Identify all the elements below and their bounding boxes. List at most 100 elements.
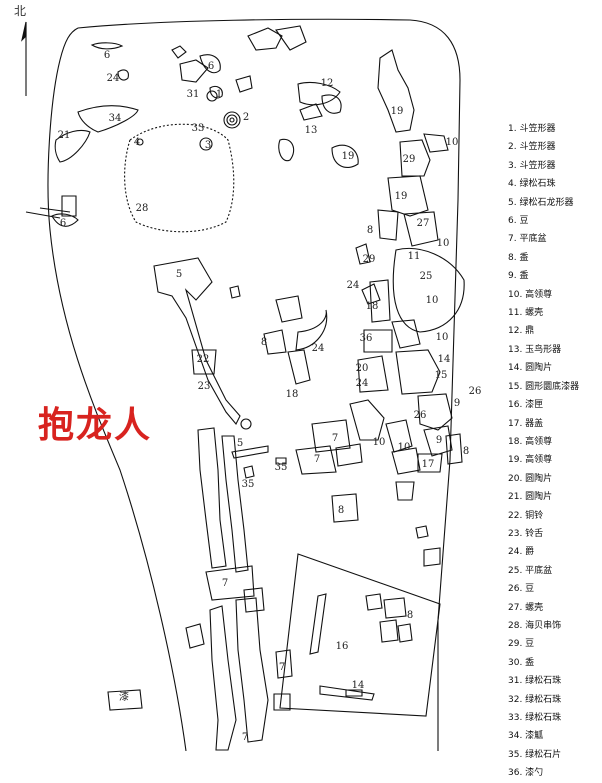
object-label: 1 — [216, 89, 222, 100]
tomb-outline — [47, 18, 461, 751]
object-label: 15 — [435, 370, 448, 381]
object-label: 11 — [408, 251, 421, 262]
legend-item: 24. 爵 — [508, 547, 535, 558]
object-label: 10 — [426, 295, 439, 306]
legend-item: 34. 漆觚 — [508, 731, 544, 742]
legend-item: 25. 平底盆 — [508, 565, 553, 576]
object-label: 8 — [261, 337, 267, 348]
object-label: 12 — [321, 78, 334, 89]
object-label: 35 — [242, 479, 255, 490]
legend-item: 32. 绿松石珠 — [508, 694, 562, 705]
legend-item: 17. 器盖 — [508, 418, 544, 429]
object-label: 7 — [314, 454, 320, 465]
object-label: 漆 — [119, 690, 129, 703]
lacquer-box-outline — [279, 553, 441, 717]
north-label: 北 — [14, 4, 27, 18]
object-label: 6 — [60, 218, 66, 229]
object-label: 10 — [446, 137, 459, 148]
legend-item: 28. 海贝串饰 — [508, 620, 562, 631]
legend-item: 15. 圆形圜底漆器 — [508, 381, 580, 392]
object-label: 8 — [463, 446, 469, 457]
object-label: 19 — [391, 106, 404, 117]
legend-item: 33. 绿松石珠 — [508, 713, 562, 723]
object-label: 23 — [198, 381, 211, 392]
object-label: 16 — [336, 641, 349, 652]
object-label: 9 — [436, 435, 442, 446]
object-label: 6 — [208, 61, 214, 72]
legend-item: 16. 漆匣 — [508, 400, 544, 411]
object-label: 3 — [205, 140, 211, 151]
north-arrow-icon — [21, 21, 27, 96]
object-label: 10 — [398, 442, 411, 453]
object-label: 18 — [286, 389, 299, 400]
object-label: 10 — [373, 437, 386, 448]
object-label: 7 — [332, 433, 338, 444]
skeleton-remains — [185, 427, 269, 751]
legend-item: 9. 盉 — [508, 271, 529, 282]
object-label: 28 — [136, 203, 149, 214]
object-label: 27 — [417, 218, 430, 229]
legend-item: 11. 螺壳 — [508, 308, 544, 319]
legend-item: 27. 螺壳 — [508, 602, 544, 613]
object-label: 14 — [352, 680, 365, 691]
object-label: 20 — [356, 363, 369, 374]
bead-cluster — [124, 123, 235, 233]
object-label: 36 — [360, 333, 373, 344]
object-label: 4 — [134, 137, 140, 148]
legend-item: 23. 铃舌 — [508, 528, 544, 539]
object-label: 8 — [367, 225, 373, 236]
legend-item: 13. 玉鸟形器 — [508, 344, 562, 355]
legend-item: 36. 漆勺 — [508, 768, 544, 779]
legend-item: 4. 绿松石珠 — [508, 179, 556, 190]
object-label: 17 — [422, 459, 435, 470]
legend-item: 10. 高领尊 — [508, 289, 553, 300]
object-label: 6 — [104, 50, 110, 61]
legend-item: 14. 圆陶片 — [508, 363, 553, 374]
object-label: 5 — [176, 269, 182, 280]
object-label: 9 — [454, 398, 460, 409]
object-label: 34 — [109, 113, 122, 124]
legend-item: 19. 高领尊 — [508, 455, 553, 466]
legend-item: 8. 盉 — [508, 252, 529, 263]
object-label: 13 — [305, 125, 318, 136]
object-label: 25 — [420, 271, 433, 282]
legend-item: 31. 绿松石珠 — [508, 676, 562, 687]
object-label: 7 — [279, 662, 285, 673]
legend-item: 21. 圆陶片 — [508, 492, 553, 503]
object-label: 19 — [395, 191, 408, 202]
object-label: 24 — [312, 343, 325, 354]
object-label: 29 — [403, 154, 416, 165]
legend-item: 6. 豆 — [508, 216, 529, 227]
legend-item: 5. 绿松石龙形器 — [508, 197, 574, 208]
object-label: 26 — [469, 386, 482, 397]
object-label: 7 — [222, 578, 228, 589]
object-label: 10 — [436, 332, 449, 343]
overlay-title: 抱龙人 — [38, 405, 153, 446]
obj-6a — [90, 42, 124, 50]
legend-item: 29. 豆 — [508, 639, 535, 650]
legend-item: 18. 高领尊 — [508, 436, 553, 447]
object-label: 5 — [237, 438, 243, 449]
object-label: 14 — [438, 354, 451, 365]
object-label: 19 — [342, 151, 355, 162]
object-label: 24 — [356, 378, 369, 389]
object-label: 10 — [437, 238, 450, 249]
object-label: 7 — [242, 732, 248, 743]
legend-item: 12. 鼎 — [508, 326, 535, 337]
legend-item: 20. 圆陶片 — [508, 473, 553, 484]
legend-item: 7. 平底盆 — [508, 234, 547, 245]
object-label: 24 — [107, 73, 120, 84]
object-label: 22 — [197, 354, 210, 365]
object-label: 24 — [347, 280, 360, 291]
object-label: 31 — [187, 89, 200, 100]
legend-item: 3. 斗笠形器 — [508, 160, 556, 171]
legend-item: 26. 豆 — [508, 584, 535, 595]
object-label: 2 — [243, 112, 249, 123]
legend-item: 1. 斗笠形器 — [508, 124, 556, 134]
legend-item: 22. 铜铃 — [508, 510, 544, 521]
legend-item: 35. 绿松石片 — [508, 749, 562, 760]
object-label: 8 — [338, 505, 344, 516]
object-label: 18 — [366, 301, 379, 312]
